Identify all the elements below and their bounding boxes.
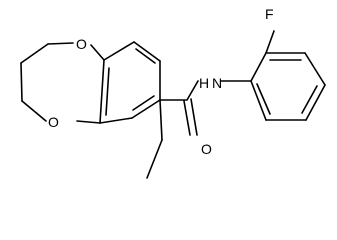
oxygen-bottom-label: O [48, 114, 59, 130]
bond-o2-ring [76, 120, 101, 124]
bond-ph-double-c [256, 83, 271, 115]
amide-nitrogen-label: N [212, 75, 222, 91]
bond-o1-c [47, 42, 74, 45]
bond-benz-2 [133, 41, 161, 62]
benzo-ring-bonds [99, 41, 161, 124]
bond-carbonyl-double-1 [183, 100, 191, 136]
fluorine-label: F [265, 6, 274, 22]
bond-benz-double-c [105, 67, 110, 116]
bond-benz-1 [103, 41, 135, 61]
bond-benz-double-a [135, 48, 156, 64]
chemical-structure-diagram: O O N H F O [20, 6, 326, 179]
bond-o1-ring [90, 44, 105, 61]
amide-hydrogen-label: H [199, 75, 209, 91]
carbonyl-oxygen-label: O [201, 141, 212, 157]
bond-c-o2 [21, 100, 47, 122]
bond-ph-3 [304, 52, 326, 86]
bond-carbonyl-double-2 [190, 98, 198, 136]
bond-ph-6 [250, 80, 267, 121]
bond-benz-4 [131, 99, 161, 119]
bond-c-c-upper [20, 43, 49, 64]
bond-c-c-mid [20, 62, 23, 102]
dioxepine-ring-bonds [20, 42, 105, 124]
bond-carbonyl-n [186, 80, 199, 101]
bond-benz-5 [99, 117, 133, 124]
bond-c-f [265, 30, 275, 54]
fluorophenyl-ring-bonds [250, 52, 326, 121]
bond-ph-double-b [301, 85, 318, 114]
oxygen-top-label: O [76, 36, 87, 52]
bond-ph-4 [305, 84, 326, 121]
bond-benz-double-b [132, 95, 155, 111]
bond-methyl [159, 99, 163, 141]
bond-benz-6 [99, 59, 105, 124]
amide-bonds [159, 80, 252, 136]
bond-methyl-tail [146, 139, 163, 179]
bond-ph-1 [250, 52, 267, 82]
